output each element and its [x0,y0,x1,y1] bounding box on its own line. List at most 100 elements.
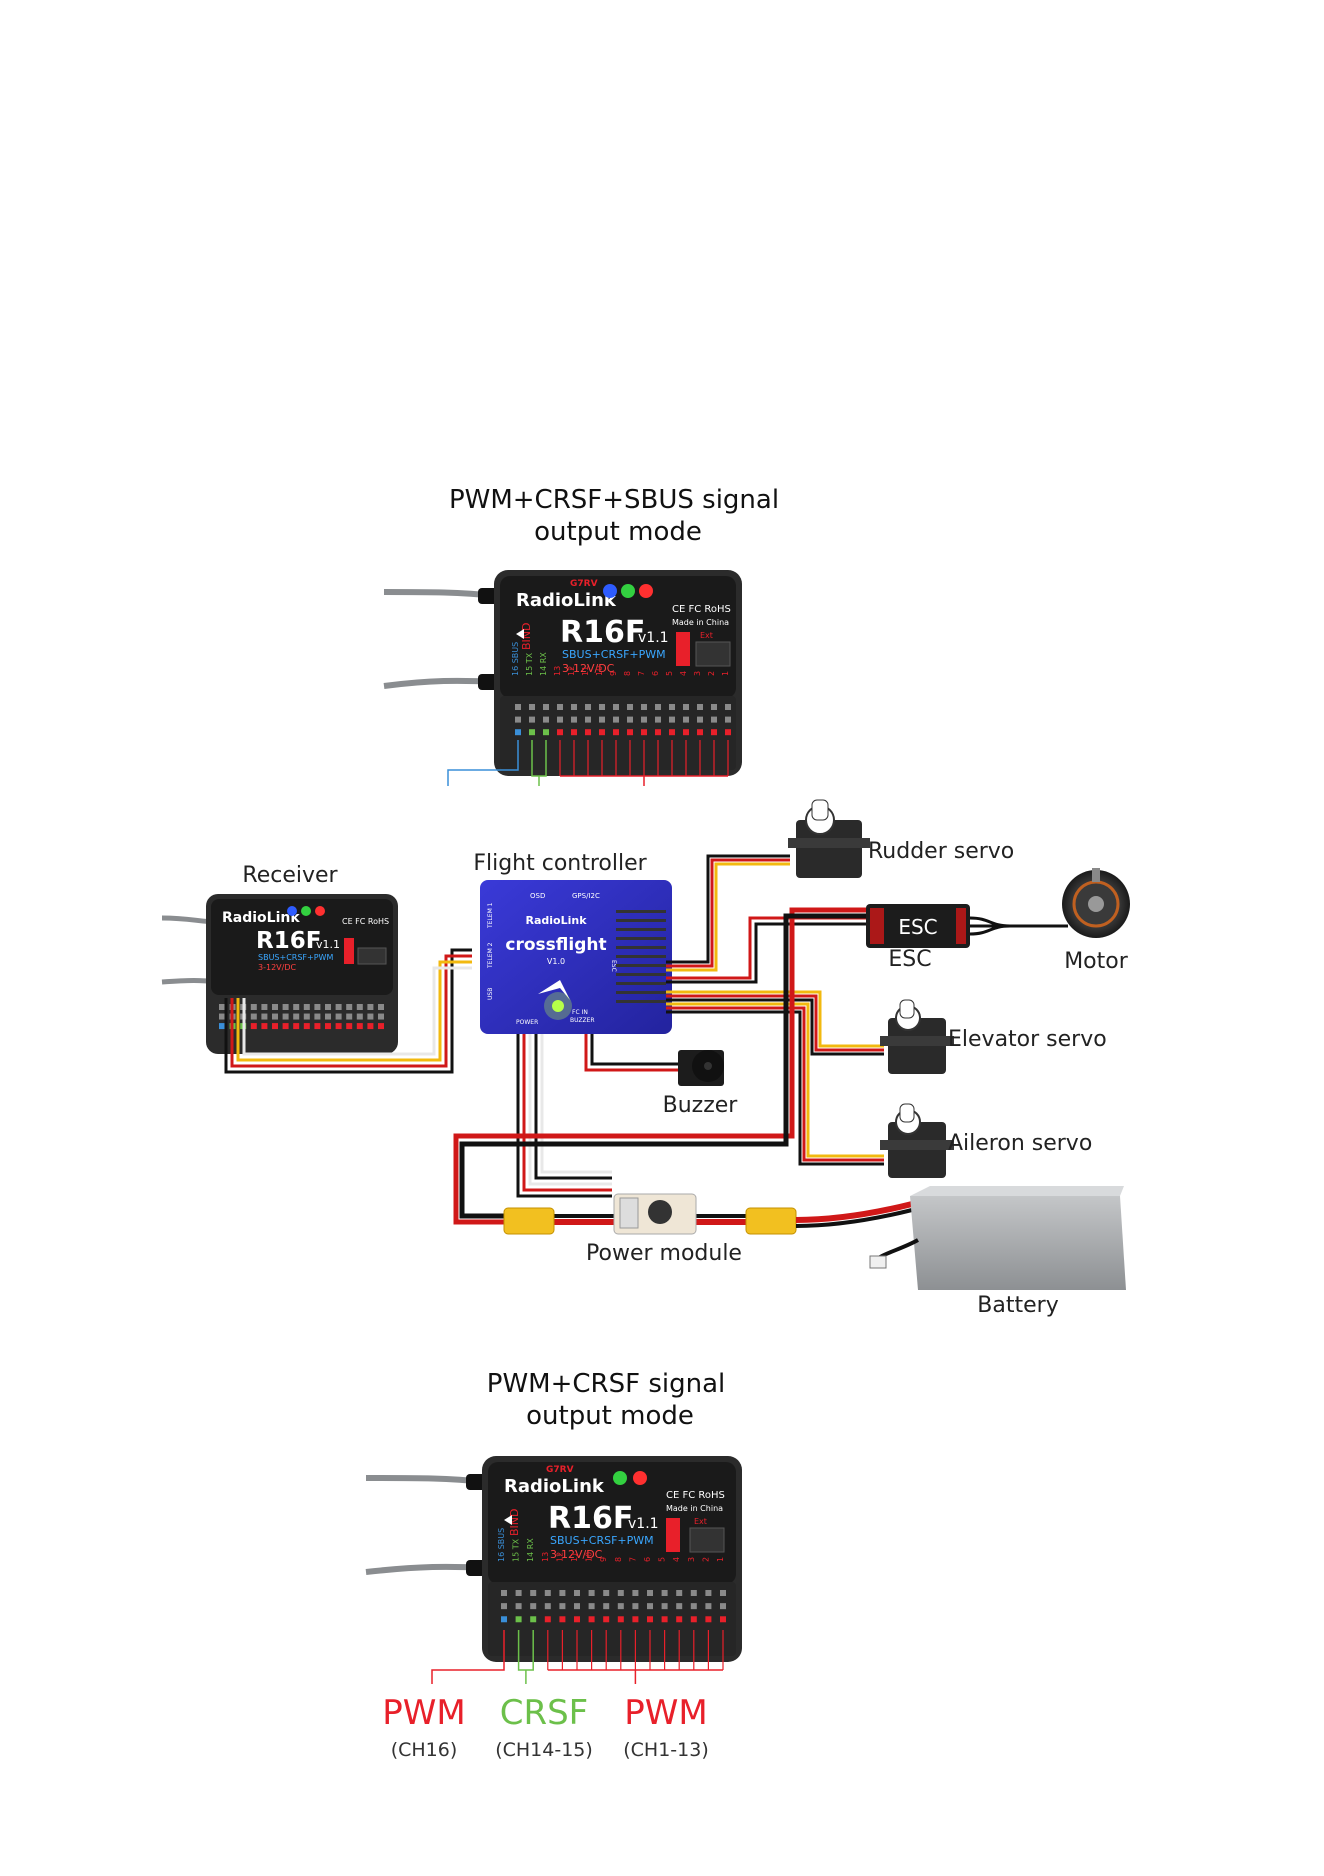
bottom-pin-label: 5 [658,1557,667,1562]
fc-pin [616,982,666,985]
bottom-receiver: G7RV RadioLink R16F v1.1 SBUS+CRSF+PWM 3… [365,1456,742,1662]
top-pin [515,704,521,710]
legend-title: PWM [624,1693,707,1733]
bottom-pin [544,1616,551,1623]
aileron-servo [880,1103,954,1178]
left-pin [325,1013,331,1020]
top-pin [683,704,689,710]
left-pin [356,1004,363,1010]
left-pin [335,1023,342,1030]
motor [1062,868,1130,938]
bottom-pin [515,1590,522,1596]
battery [869,1186,1126,1290]
fc-output-pins [616,910,666,1003]
fc-osd: OSD [530,892,545,900]
bottom-title-line1: PWM+CRSF signal [487,1369,725,1399]
fc-pin [616,955,666,958]
top-pin-label: 9 [609,671,618,676]
left-pin [219,1013,225,1020]
top-pin-label: 2 [707,671,716,676]
flight-controller: OSD GPS/I2C TELEM 1 TELEM 2 USB ESC Radi… [480,880,672,1034]
left-pin [314,1013,321,1020]
top-version: v1.1 [638,630,669,646]
left-pin [367,1023,374,1030]
label-flight-controller: Flight controller [473,851,647,876]
top-pin [515,729,521,736]
left-pin [378,1023,384,1030]
top-protocols: SBUS+CRSF+PWM [562,648,666,661]
bottom-pin [588,1616,595,1623]
top-voltage: 3-12V/DC [562,662,615,675]
top-ext-port [676,632,690,666]
left-pin [261,1013,268,1020]
fc-pin [616,991,666,994]
left-pin [282,1023,289,1030]
fc-pin [616,946,666,949]
fc-name: crossflight [505,935,606,955]
legend-sub: (CH1-13) [623,1739,709,1761]
top-pin [683,729,689,736]
left-pin [335,1013,342,1020]
top-pin [627,704,633,710]
left-pin [346,1004,353,1010]
top-pin [613,729,619,736]
fc-gps: GPS/I2C [572,892,600,900]
left-pin [250,1023,257,1030]
bottom-pin [720,1616,726,1623]
left-pin [303,1023,310,1030]
fc-output-wires [666,854,884,1166]
rudder-servo [788,799,870,878]
top-pin [711,729,717,736]
left-pin [261,1023,268,1030]
bottom-pin [632,1603,639,1610]
bottom-signal-lines [431,1630,724,1684]
bottom-pin [574,1603,580,1610]
label-aileron-servo: Aileron servo [948,1131,1092,1156]
left-cert: CE FC RoHS [342,917,389,926]
bottom-brand: RadioLink [504,1476,605,1497]
left-version: v1.1 [316,938,340,951]
top-signal-lines [447,740,729,786]
fc-esc: ESC [610,960,617,972]
left-pin [219,1023,225,1030]
bottom-pin [661,1616,668,1623]
left-pin [325,1023,331,1030]
fc-status-led [552,1000,564,1012]
top-pin [641,729,647,736]
fc-logo-icon [538,980,570,1000]
top-ext: Ext [700,631,713,640]
left-pin [346,1013,353,1020]
top-pin [571,716,577,723]
top-pin [613,716,619,723]
bottom-pin [676,1616,683,1623]
top-pin [515,716,521,723]
left-pin [250,1004,257,1010]
label-receiver: Receiver [242,863,338,888]
esc-box-label: ESC [898,915,937,939]
bottom-pin [705,1590,712,1596]
bottom-voltage: 3-12V/DC [550,1548,603,1561]
top-pin [655,729,661,736]
top-pin-label: 15 TX [525,652,534,676]
bottom-pin [501,1603,507,1610]
left-pin [325,1004,331,1010]
top-pin [571,729,577,736]
top-pin-label: 16 SBUS [511,642,520,676]
top-pin-label: 5 [665,671,674,676]
bottom-model: R16F [548,1501,633,1536]
top-pin-label: 12 [567,666,576,676]
top-pin [655,704,661,710]
label-buzzer: Buzzer [663,1093,739,1118]
fc-pin [616,937,666,940]
bottom-pin [501,1616,507,1623]
top-pin [711,704,717,710]
esc-power-wire [453,907,866,1225]
esc: ESC [866,904,1068,948]
bottom-pin [720,1603,726,1610]
fc-version: V1.0 [547,957,565,966]
bottom-pin [661,1590,668,1596]
